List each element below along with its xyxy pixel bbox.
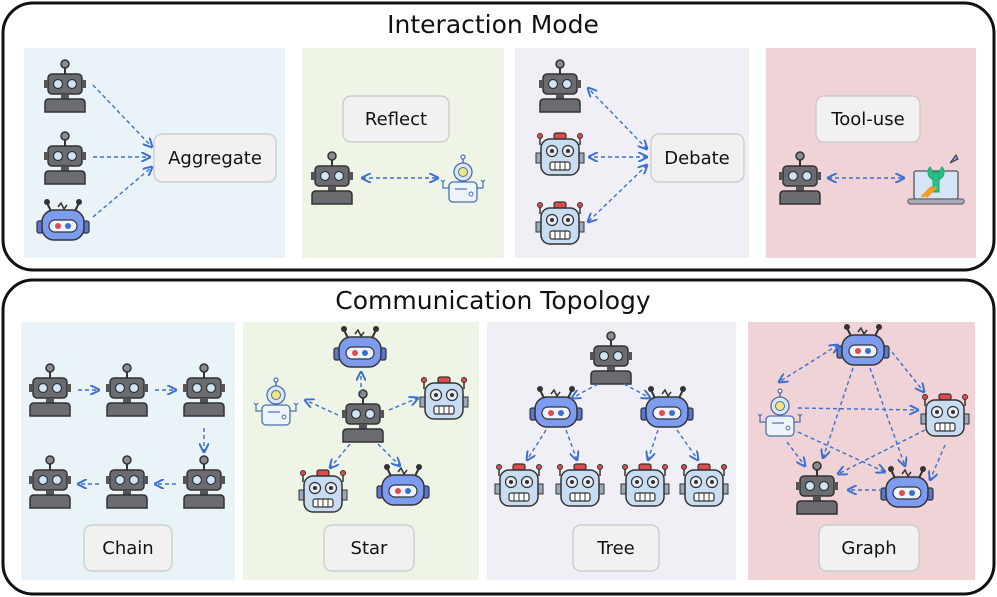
star-label-box	[323, 524, 415, 572]
arrow-line	[869, 367, 905, 466]
arrow-line	[676, 429, 698, 460]
tool-use-label-box	[815, 95, 921, 143]
aggregate-label: Aggregate	[168, 148, 262, 169]
tree-label: Tree	[596, 538, 635, 559]
arrow-line	[779, 345, 838, 382]
tree-label-box	[572, 524, 660, 572]
star-label: Star	[351, 538, 389, 559]
graph-label-box	[818, 524, 920, 572]
communication-topology-title: Communication Topology	[335, 286, 651, 315]
arrow-line	[92, 167, 152, 218]
tool-use-label: Tool-use	[830, 109, 904, 130]
debate-label: Debate	[664, 148, 730, 169]
chain-label-box	[83, 524, 173, 572]
arrow-line	[572, 383, 599, 398]
arrow-line	[797, 408, 918, 410]
chain-label: Chain	[102, 538, 153, 559]
arrow-line	[930, 444, 946, 480]
arrow-line	[565, 429, 577, 460]
arrow-line	[330, 443, 351, 468]
arrow-line	[648, 429, 659, 460]
arrow-line	[797, 431, 885, 472]
arrow-line	[388, 398, 418, 411]
reflect-label-box	[342, 95, 450, 143]
arrow-line	[92, 84, 152, 147]
interaction-mode-title: Interaction Mode	[387, 10, 599, 39]
aggregate-label-box	[153, 133, 277, 183]
arrow-line	[823, 367, 854, 458]
arrow-line	[377, 443, 400, 466]
graph-label: Graph	[841, 538, 896, 559]
arrow-line	[305, 400, 339, 416]
arrow-line	[838, 429, 926, 474]
communication-topology-frame	[1, 278, 996, 596]
reflect-label: Reflect	[365, 109, 427, 130]
interaction-mode-frame	[1, 1, 996, 272]
arrow-line	[623, 383, 650, 398]
arrow-line	[527, 429, 547, 460]
arrow-line	[891, 351, 924, 392]
debate-label-box	[650, 133, 745, 183]
arrow-line	[786, 441, 805, 466]
arrow-line	[588, 88, 647, 149]
